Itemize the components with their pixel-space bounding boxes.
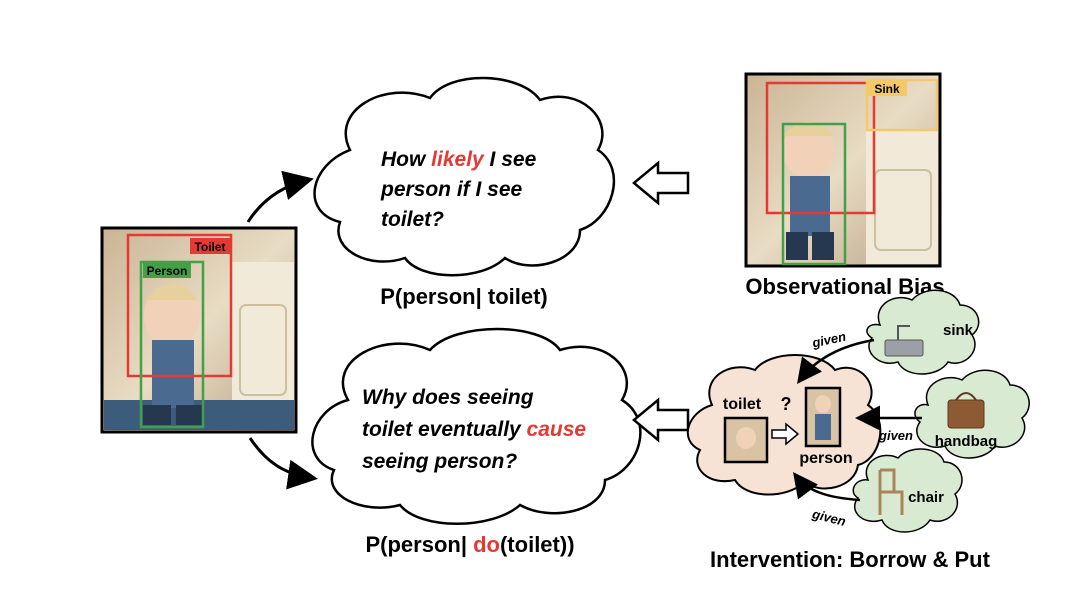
given-label-handbag: given [878,428,913,443]
given-arrow-chair [792,472,861,502]
intervention-question-mark: ? [781,394,792,414]
sink-bbox-label: Sink [874,82,900,96]
given-arrow-sink [796,338,875,384]
sink-icon [884,339,924,357]
top-cloud-line3: toilet? [381,208,444,231]
handbag-icon [947,399,985,429]
given-label-sink: given [810,329,847,351]
chair-object-label: chair [908,489,944,506]
bottom-cloud-line1: Why does seeing [362,386,534,409]
intervention-cloud: toilet ? person [687,354,882,496]
observational-photo: Sink [744,72,942,268]
observational-bias-caption: Observational Bias [745,274,944,299]
sink-cloud: sink [866,289,980,375]
chair-cloud: chair [852,448,963,533]
intervention-toilet-label: toilet [723,396,762,413]
given-label-chair: given [810,506,848,529]
chair-icon [878,468,904,515]
top-cloud-line2: person if I see [380,178,523,201]
toilet-bbox-2 [765,81,876,215]
left-photo: Toilet Person [100,226,298,434]
child-overalls [152,340,194,408]
handbag-object-label: handbag [935,433,998,450]
bottom-cloud-line2: toilet eventually cause [362,418,586,441]
toilet-bbox [126,233,233,378]
arrow-to-bottom-cloud [248,437,318,490]
bottom-thought-cloud: Why does seeing toilet eventually cause … [311,327,642,525]
hollow-arrow-bottom [632,397,690,443]
intervention-caption: Intervention: Borrow & Put [710,547,991,572]
person-bbox-2 [781,122,847,266]
arrow-to-top-cloud [246,170,314,223]
interventional-formula: P(person| do(toilet)) [365,532,574,557]
person-bbox-label: Person [147,264,188,278]
top-thought-cloud: How likely I see person if I see toilet? [313,76,616,277]
sink-object-label: sink [943,322,974,339]
top-cloud-line1: How likely I see [381,148,537,171]
handbag-cloud: handbag [914,369,1030,459]
toilet-bbox-label: Toilet [194,240,225,254]
bottom-cloud-line3: seeing person? [362,450,517,473]
intervention-small-arrow [771,422,800,446]
intervention-person-label: person [799,450,852,467]
observational-formula: P(person| toilet) [380,284,548,309]
hollow-arrow-top [632,160,690,206]
